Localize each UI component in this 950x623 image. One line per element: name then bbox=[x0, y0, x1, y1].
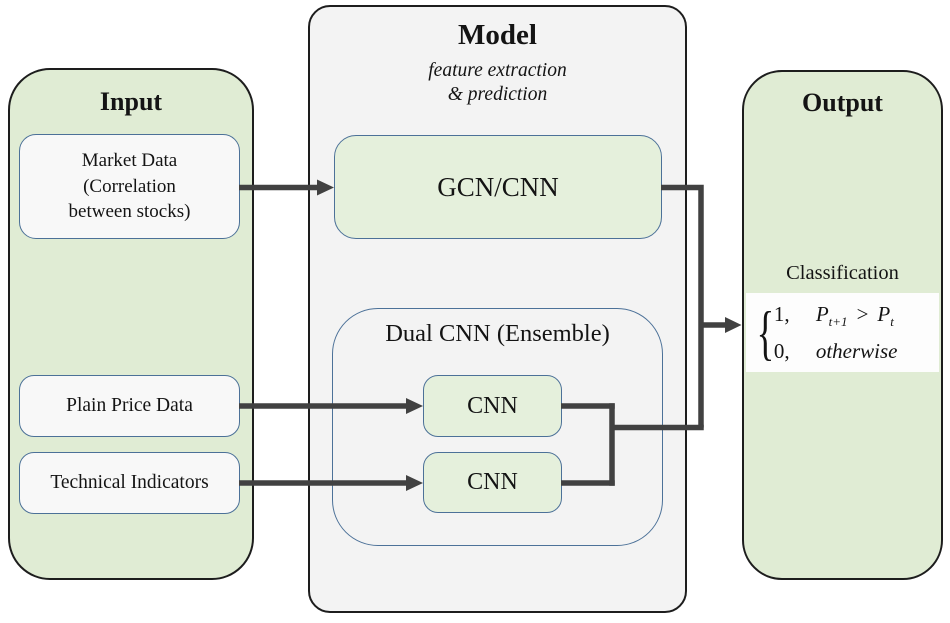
input-title: Input bbox=[99, 87, 163, 116]
case-row-2: 0, otherwise bbox=[774, 337, 898, 366]
arrowhead-to-output bbox=[725, 317, 742, 333]
cases-brace: { bbox=[756, 299, 775, 366]
case-row-1: 1, Pt+1 > Pt bbox=[774, 300, 898, 337]
cases-rows: 1, Pt+1 > Pt 0, otherwise bbox=[774, 300, 898, 365]
sub-t: t bbox=[890, 314, 894, 330]
cnn-box-1: CNN bbox=[423, 375, 562, 437]
classification-label: Classification bbox=[786, 262, 899, 284]
sub-t-plus-1: t+1 bbox=[828, 314, 848, 330]
case1-condition: Pt+1 > Pt bbox=[816, 300, 894, 337]
otherwise-text: otherwise bbox=[815, 338, 898, 363]
gcn-cnn-box: GCN/CNN bbox=[334, 135, 662, 239]
model-title: Model bbox=[458, 19, 537, 51]
output-title: Output bbox=[802, 88, 883, 117]
model-subtitle: feature extraction & prediction bbox=[428, 60, 567, 105]
greater-than-op: > bbox=[856, 301, 869, 326]
dual-cnn-title: Dual CNN (Ensemble) bbox=[385, 320, 610, 347]
cnn-box-2: CNN bbox=[423, 452, 562, 513]
input-item-technical-indicators: Technical Indicators bbox=[19, 452, 240, 514]
case1-value: 1, bbox=[773, 301, 790, 326]
classification-formula: { 1, Pt+1 > Pt 0, otherwise bbox=[746, 293, 939, 372]
case2-value: 0, bbox=[773, 338, 790, 363]
input-item-market-data: Market Data (Correlation between stocks) bbox=[19, 134, 240, 239]
var-p-current: P bbox=[877, 301, 891, 326]
input-item-plain-price-data: Plain Price Data bbox=[19, 375, 240, 437]
var-p-next: P bbox=[815, 301, 829, 326]
case2-condition: otherwise bbox=[816, 337, 898, 366]
